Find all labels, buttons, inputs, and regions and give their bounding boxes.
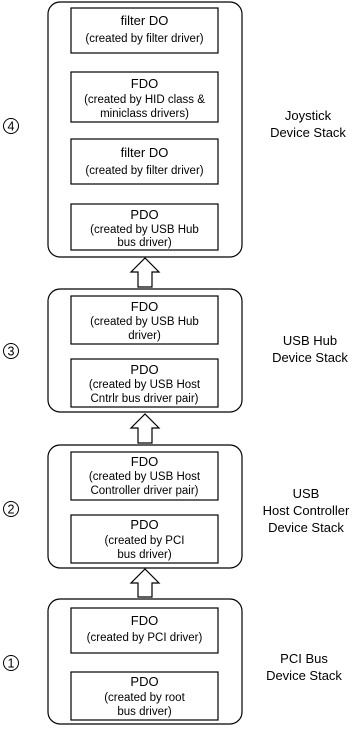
- stack-label-line: Host Controller: [263, 503, 350, 518]
- stack-usb-hub: FDO (created by USB Hub driver) PDO (cre…: [3, 288, 348, 413]
- stack-label-line: Device Stack: [270, 125, 346, 140]
- object-title: FDO: [131, 613, 158, 628]
- stack-usb-host-controller: FDO (created by USB Host Controller driv…: [3, 444, 350, 569]
- object-subtitle: Cntrlr bus driver pair): [91, 393, 199, 405]
- stack-number: 2: [8, 503, 15, 517]
- object-title: FDO: [131, 454, 158, 469]
- stack-label-line: Device Stack: [272, 350, 348, 365]
- stack-label-line: USB Hub: [283, 333, 337, 348]
- object-box: PDO (created by PCI bus driver): [70, 514, 219, 564]
- object-subtitle: driver): [128, 330, 161, 342]
- object-box: filter DO (created by filter driver): [70, 138, 219, 185]
- up-arrow: [129, 413, 161, 444]
- stack-joystick: filter DO (created by filter driver) FDO…: [3, 1, 346, 258]
- object-title: PDO: [130, 362, 158, 377]
- object-subtitle: (created by PCI driver): [87, 632, 203, 644]
- object-subtitle: (created by USB Host: [89, 379, 201, 391]
- object-subtitle: (created by PCI: [105, 535, 185, 547]
- stack-number-badge: 4: [3, 118, 19, 134]
- up-arrow: [129, 257, 161, 288]
- object-subtitle: miniclass drivers): [100, 108, 189, 120]
- stack-number: 1: [8, 657, 15, 671]
- stack-label-line: USB: [293, 486, 320, 501]
- object-box: FDO (created by PCI driver): [70, 607, 219, 654]
- stack-number-badge: 2: [3, 501, 19, 517]
- object-subtitle: bus driver): [117, 237, 171, 249]
- stack-label-line: Device Stack: [268, 520, 344, 535]
- object-subtitle: (created by USB Hub: [90, 224, 199, 236]
- stack-number: 3: [8, 345, 15, 359]
- object-title: filter DO: [121, 13, 169, 28]
- object-subtitle: bus driver): [117, 706, 171, 718]
- object-subtitle: (created by HID class &: [84, 94, 205, 106]
- object-subtitle: (created by filter driver): [85, 33, 203, 45]
- object-title: PDO: [130, 207, 158, 222]
- object-title: filter DO: [121, 145, 169, 160]
- stack-number-badge: 3: [3, 343, 19, 359]
- object-box: filter DO (created by filter driver): [70, 7, 219, 54]
- object-subtitle: (created by USB Hub: [90, 316, 199, 328]
- object-subtitle: Controller driver pair): [90, 485, 198, 497]
- stack-label-line: Joystick: [285, 108, 332, 123]
- object-subtitle: (created by filter driver): [85, 165, 203, 177]
- object-box: FDO (created by HID class & miniclass dr…: [70, 71, 219, 123]
- stack-frame: [47, 1, 243, 258]
- object-title: PDO: [130, 517, 158, 532]
- object-title: PDO: [130, 674, 158, 689]
- object-subtitle: (created by root: [104, 692, 185, 704]
- object-box: PDO (created by USB Host Cntrlr bus driv…: [70, 358, 219, 408]
- stack-label-line: Device Stack: [266, 668, 342, 683]
- object-title: FDO: [131, 76, 158, 91]
- object-box: FDO (created by USB Host Controller driv…: [70, 451, 219, 501]
- stack-number: 4: [8, 120, 15, 134]
- up-arrow: [129, 568, 161, 598]
- object-title: FDO: [131, 299, 158, 314]
- object-subtitle: (created by USB Host: [89, 471, 201, 483]
- stack-pci-bus: FDO (created by PCI driver) PDO (created…: [3, 598, 342, 725]
- object-box: PDO (created by USB Hub bus driver): [70, 203, 219, 251]
- object-box: FDO (created by USB Hub driver): [70, 295, 219, 345]
- object-subtitle: bus driver): [117, 549, 171, 561]
- stack-number-badge: 1: [3, 655, 19, 671]
- object-box: PDO (created by root bus driver): [70, 671, 219, 721]
- stack-label-line: PCI Bus: [280, 651, 328, 666]
